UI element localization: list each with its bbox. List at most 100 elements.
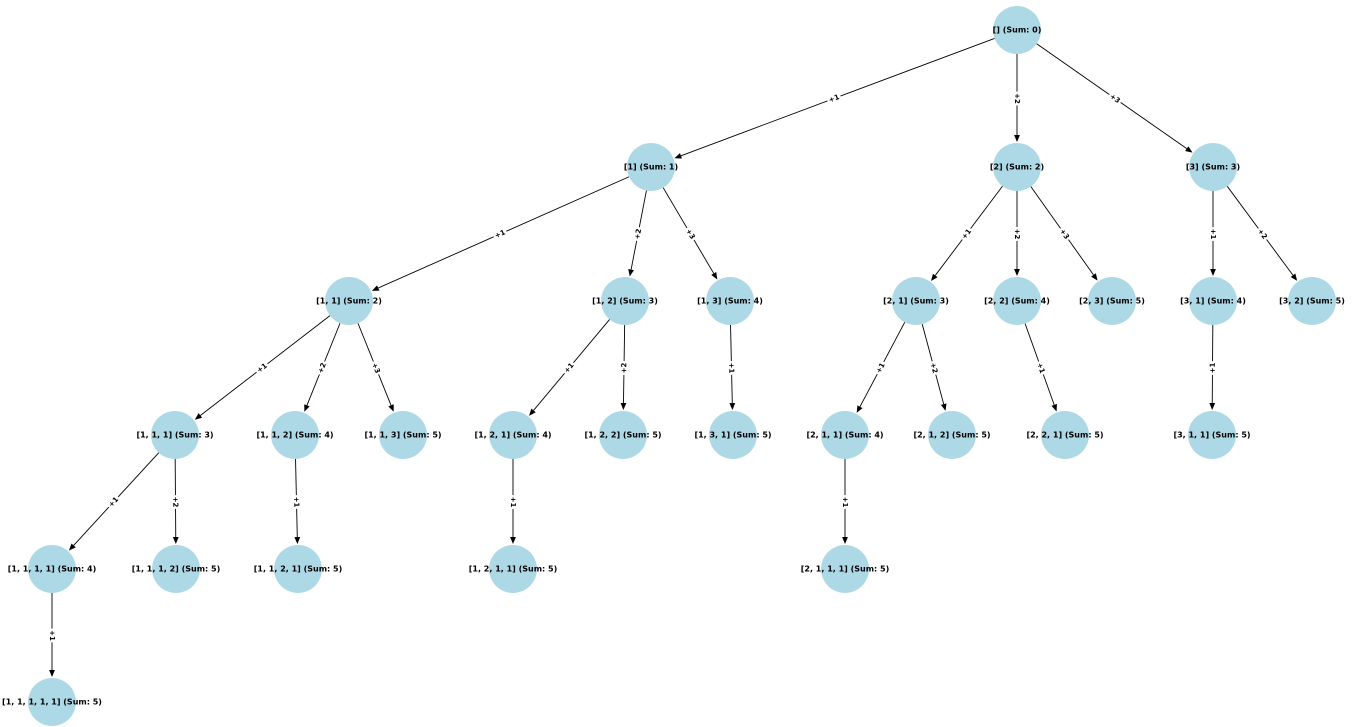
edge-label-box xyxy=(105,493,122,511)
edge-label: +1 xyxy=(1209,362,1217,373)
tree-node xyxy=(1288,277,1336,325)
edge-label-group: +1 xyxy=(1207,361,1218,375)
node-label: [2, 2] (Sum: 4) xyxy=(984,297,1050,306)
edge-label-box xyxy=(840,495,850,509)
edge-label-group: +3 xyxy=(683,225,698,243)
edge-label-box xyxy=(491,227,509,241)
edge-label-group: +2 xyxy=(1012,227,1022,241)
tree-node xyxy=(821,545,869,593)
tree-node xyxy=(1188,411,1236,459)
edge-label-box xyxy=(1012,91,1022,106)
node-label: [3, 2] (Sum: 5) xyxy=(1279,297,1345,306)
node-label: [2, 1, 1] (Sum: 4) xyxy=(806,431,883,440)
edge-label-group: +2 xyxy=(1012,91,1022,106)
edge-label-box xyxy=(873,359,888,377)
node-label: [1, 1, 1] (Sum: 3) xyxy=(136,431,213,440)
node-label: [1, 1, 2, 1] (Sum: 5) xyxy=(254,565,343,574)
node-label: [1, 2] (Sum: 3) xyxy=(592,297,658,306)
edge-label: +2 xyxy=(1013,93,1021,104)
edge-label-box xyxy=(683,225,698,243)
tree-node xyxy=(274,545,322,593)
edge-label-group: +2 xyxy=(927,360,941,376)
edge-label: +2 xyxy=(317,362,328,375)
arrowhead-icon xyxy=(194,413,203,420)
tree-node xyxy=(1041,411,1089,459)
edge-label-box xyxy=(253,360,271,376)
arrowhead-icon xyxy=(294,536,301,545)
arrowhead-icon xyxy=(1209,402,1216,411)
node-label: [2] (Sum: 2) xyxy=(990,163,1044,172)
edge-label-group: +3 xyxy=(1056,225,1073,243)
arrowhead-icon xyxy=(628,269,634,277)
tree-node xyxy=(152,545,200,593)
edge-label-group: +2 xyxy=(632,226,644,242)
edge-label-group: +1 xyxy=(291,495,302,509)
edge-label: +2 xyxy=(171,497,179,508)
node-label: [1, 2, 2] (Sum: 5) xyxy=(584,431,661,440)
arrowhead-icon xyxy=(711,271,718,280)
edge-label: +1 xyxy=(1209,229,1217,240)
node-label: [1, 1, 2] (Sum: 4) xyxy=(256,431,333,440)
tree-node xyxy=(28,545,76,593)
node-label: [2, 1] (Sum: 3) xyxy=(883,297,949,306)
edge-label-group: +1 xyxy=(873,359,888,377)
edge-label: +2 xyxy=(620,362,628,373)
edge-label-box xyxy=(315,359,329,377)
arrowhead-icon xyxy=(1185,146,1193,153)
tree-node xyxy=(489,545,537,593)
tree-node xyxy=(28,678,76,726)
edge-label: +2 xyxy=(633,228,643,240)
edge-label-box xyxy=(1207,361,1218,375)
arrowhead-icon xyxy=(1014,269,1020,276)
edge-label-group: +1 xyxy=(1208,227,1218,241)
edge-label-box xyxy=(958,225,975,243)
arrowhead-icon xyxy=(371,285,380,291)
tree-node xyxy=(489,411,537,459)
tree-node xyxy=(151,411,199,459)
edge-label-group: +2 xyxy=(315,359,329,377)
edge-label-box xyxy=(632,226,644,242)
edge-label-box xyxy=(825,91,843,106)
node-label: [1, 1, 1, 2] (Sum: 5) xyxy=(132,565,221,574)
tree-node xyxy=(1189,143,1237,191)
tree-node xyxy=(1088,277,1136,325)
arrowhead-icon xyxy=(931,273,938,282)
edge-label: +3 xyxy=(370,362,381,375)
tree-node xyxy=(928,411,976,459)
edge-label: +1 xyxy=(48,630,56,641)
edge-label-group: +1 xyxy=(1034,359,1048,377)
edge-label-box xyxy=(1254,225,1271,243)
arrowhead-icon xyxy=(68,543,76,551)
tree-node xyxy=(993,143,1041,191)
tree-node xyxy=(709,411,757,459)
node-label: [3, 1, 1] (Sum: 5) xyxy=(1173,431,1250,440)
edge-label-group: +1 xyxy=(726,361,737,375)
node-label: [1, 1] (Sum: 2) xyxy=(316,297,382,306)
edge-label-box xyxy=(1056,225,1073,243)
edge-label-group: +3 xyxy=(369,359,383,377)
edge-label: +2 xyxy=(1013,229,1021,240)
node-label: [1, 1, 1, 1, 1] (Sum: 5) xyxy=(2,698,102,707)
arrowhead-icon xyxy=(674,153,682,159)
edge-label-group: +1 xyxy=(958,225,975,243)
tree-node xyxy=(706,277,754,325)
tree-node xyxy=(993,277,1041,325)
node-label: [1, 3] (Sum: 4) xyxy=(697,297,763,306)
edge-label-group: +1 xyxy=(561,359,577,377)
node-label: [1, 1, 3] (Sum: 5) xyxy=(364,431,441,440)
tree-node xyxy=(993,6,1041,54)
edge-label: +1 xyxy=(841,497,849,508)
node-label: [2, 1, 1, 1] (Sum: 5) xyxy=(801,565,890,574)
node-label: [3] (Sum: 3) xyxy=(1186,163,1240,172)
node-label: [1, 2, 1] (Sum: 4) xyxy=(474,431,551,440)
node-label: [] (Sum: 0) xyxy=(993,26,1042,35)
edge-label-box xyxy=(369,359,383,377)
edge-label-box xyxy=(47,628,57,643)
edge-label-box xyxy=(561,359,577,377)
edge-label-box xyxy=(619,361,629,375)
arrowhead-icon xyxy=(842,537,848,544)
tree-node xyxy=(599,411,647,459)
edge-label-box xyxy=(291,495,302,509)
node-label: [3, 1] (Sum: 4) xyxy=(1180,297,1246,306)
node-label: [1] (Sum: 1) xyxy=(624,163,678,172)
